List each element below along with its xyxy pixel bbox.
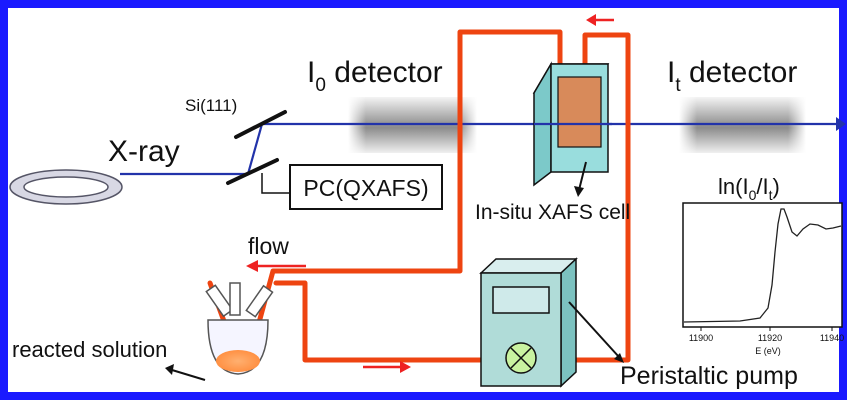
si111-label: Si(111) bbox=[185, 96, 237, 115]
cell-pointer-line bbox=[578, 161, 587, 191]
ln-ratio-label: ln(I0/It) bbox=[718, 174, 780, 203]
spectrum-curve bbox=[683, 208, 842, 323]
pc-qxafs-box bbox=[289, 164, 443, 210]
solution-pointer-line bbox=[171, 369, 206, 381]
cell-pointer-arrowhead bbox=[574, 186, 584, 197]
cell-label: In-situ XAFS cell bbox=[475, 201, 630, 224]
solution-pointer-arrowhead bbox=[165, 364, 174, 375]
x-tick-11900: 11900 bbox=[689, 333, 713, 343]
reacted-solution-label: reacted solution bbox=[12, 337, 167, 362]
reaction-flask-icon bbox=[205, 282, 274, 375]
xray-label: X-ray bbox=[108, 135, 180, 168]
flow-label: flow bbox=[248, 233, 289, 259]
x-tick-11920: 11920 bbox=[758, 333, 782, 343]
i0-detector-label: I0 detector bbox=[307, 56, 443, 96]
x-tick-11940: 11940 bbox=[820, 333, 844, 343]
pump-label: Peristaltic pump bbox=[620, 362, 798, 390]
pump-pointer-arrowhead bbox=[614, 353, 624, 363]
x-axis-label: E (eV) bbox=[755, 346, 781, 356]
it-detector-label: It detector bbox=[667, 56, 797, 96]
pump-pointer-line bbox=[568, 301, 620, 358]
monochromator-crystals bbox=[226, 110, 287, 185]
pc-connector-line bbox=[261, 173, 290, 194]
bottom-flow-arrowhead bbox=[400, 361, 411, 373]
flow-arrowhead bbox=[246, 260, 258, 272]
peristaltic-pump-icon bbox=[479, 257, 578, 388]
pc-qxafs-label: PC(QXAFS) bbox=[303, 175, 428, 201]
storage-ring-icon bbox=[9, 169, 123, 205]
xanes-spectrum-plot: 11900 11920 11940 E (eV) bbox=[682, 202, 844, 356]
beam-arrowhead bbox=[836, 117, 846, 131]
top-flow-arrowhead bbox=[586, 14, 596, 26]
